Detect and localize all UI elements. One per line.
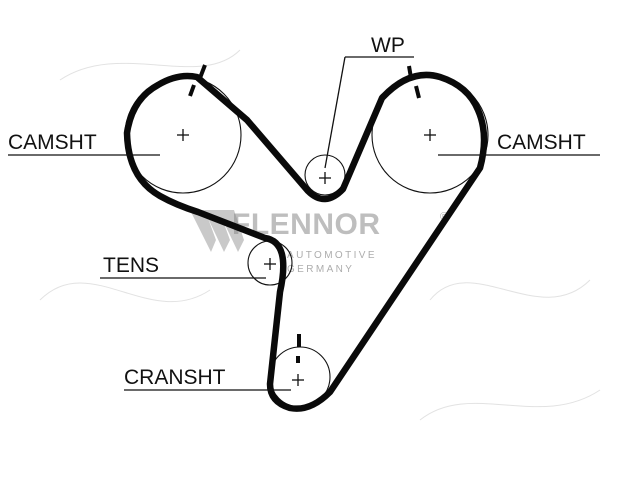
- timing-mark-right-outer: [407, 65, 413, 79]
- timing-marks: [188, 64, 421, 363]
- timing-mark-left-outer: [198, 64, 207, 79]
- timing-belt: [123, 71, 488, 412]
- crankshaft-center-icon: [292, 374, 304, 386]
- label-camshaft-left: CAMSHT: [8, 131, 97, 154]
- timing-mark-right-inner: [414, 85, 421, 99]
- leader-lines: [8, 56, 600, 391]
- camshaft-right-center-icon: [424, 129, 436, 141]
- flennor-watermark: FLENNOR ® AUTOMOTIVE GERMANY: [190, 208, 448, 275]
- label-camshaft-right: CAMSHT: [497, 131, 586, 154]
- water-pump-center-icon: [319, 172, 331, 184]
- center-marks: [177, 129, 436, 386]
- watermark-line1: AUTOMOTIVE: [287, 250, 377, 261]
- leader-water-pump-1: [324, 56, 346, 169]
- camshaft-left-center-icon: [177, 129, 189, 141]
- tensioner-center-icon: [264, 258, 276, 270]
- water-pump-pulley: [304, 154, 346, 196]
- timing-mark-left-inner: [188, 84, 196, 97]
- label-tensioner: TENS: [103, 254, 159, 277]
- label-water-pump: WP: [371, 34, 405, 57]
- label-crankshaft: CRANSHT: [124, 366, 226, 389]
- watermark-line2: GERMANY: [287, 264, 354, 275]
- background-sketch: [39, 49, 601, 421]
